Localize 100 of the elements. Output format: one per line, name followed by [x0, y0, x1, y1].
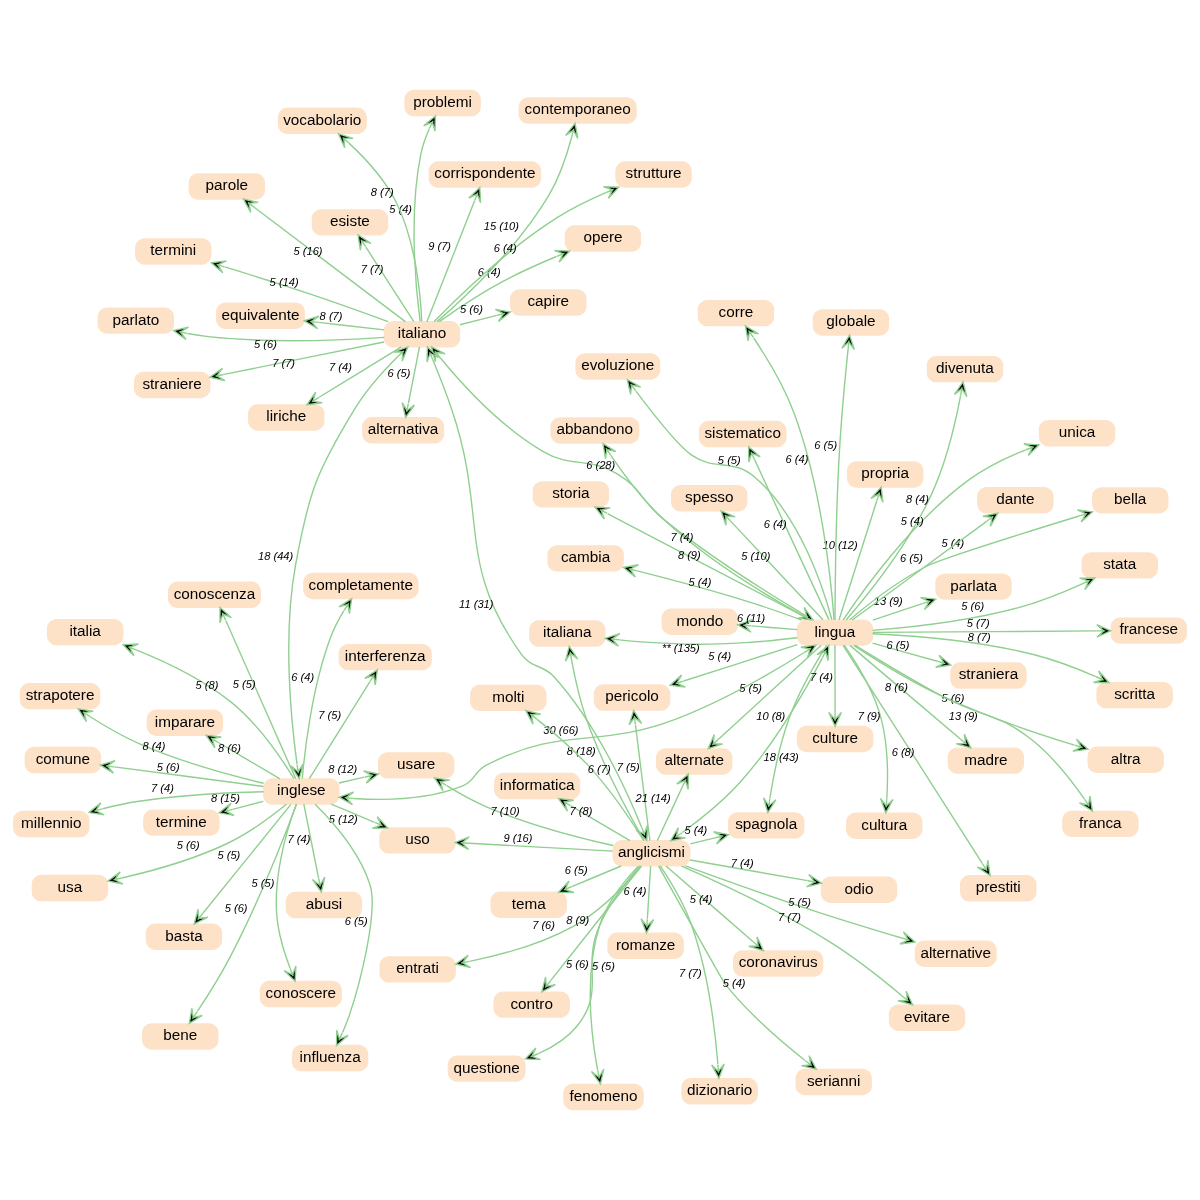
node-box: cambia — [547, 545, 624, 572]
arrow — [589, 865, 639, 1085]
arrow — [872, 596, 937, 621]
node-box: bene — [142, 1023, 219, 1050]
arrow — [303, 315, 385, 331]
node-box: equivalente — [216, 302, 305, 329]
node-box: unica — [1038, 419, 1116, 447]
arrow — [640, 865, 655, 934]
edge-label: 7 (7) — [360, 262, 384, 275]
node-box: storia — [532, 481, 610, 508]
node-box: usare — [378, 752, 455, 779]
arrow — [849, 509, 1094, 621]
arrow — [219, 606, 297, 780]
node-box: alternative — [914, 940, 997, 967]
arrow — [306, 346, 403, 406]
edge-label: 5 (16) — [293, 245, 323, 258]
node-box: globale — [812, 309, 890, 336]
arrow — [524, 865, 641, 1061]
edge-label: ** (135) — [662, 641, 700, 654]
node-box: serianni — [795, 1068, 872, 1096]
node-box: imparare — [146, 709, 224, 736]
arrow — [426, 186, 482, 323]
arrow — [210, 260, 389, 323]
edge-label: 8 (6) — [218, 742, 241, 755]
edge-label: 5 (12) — [328, 813, 358, 826]
node-box: sistematico — [698, 420, 787, 448]
node-box: conoscere — [259, 980, 342, 1008]
edge-label: 6 (4) — [623, 884, 647, 897]
node-box: opere — [564, 225, 642, 252]
arrow — [401, 346, 421, 419]
node-box: uso — [379, 827, 456, 854]
edge-label: 7 (5) — [616, 760, 640, 773]
edge-label: 7 (6) — [532, 919, 555, 932]
edge-label: 5 (10) — [741, 550, 771, 563]
arrow — [525, 709, 645, 842]
edge-label: 30 (66) — [543, 723, 579, 736]
edge-label: 5 (4) — [684, 824, 708, 837]
edge-label: 8 (7) — [967, 631, 991, 644]
edge-label: 18 (43) — [763, 750, 799, 763]
node-box: molti — [470, 684, 547, 712]
node-box: capire — [510, 289, 587, 316]
node-box: evoluzione — [575, 353, 661, 380]
node-box: italia — [46, 618, 124, 646]
edge-label: 5 (6) — [961, 600, 985, 613]
arrow — [314, 803, 373, 1047]
node-box: corre — [697, 299, 775, 327]
node-box: parlata — [935, 573, 1012, 600]
edge-label: 5 (4) — [900, 514, 924, 527]
node-box: completamente — [303, 572, 419, 600]
edge-label: 6 (28) — [586, 458, 616, 471]
edge-label: 8 (6) — [885, 681, 908, 694]
node-box: alternate — [655, 748, 733, 775]
edge-label: 7 (7) — [777, 910, 801, 923]
node-box: madre — [947, 747, 1025, 774]
arrow — [459, 308, 512, 326]
edge-label: 7 (7) — [678, 966, 702, 979]
edge-label: 10 (12) — [822, 538, 858, 551]
edge-label: 5 (6) — [460, 303, 483, 316]
edge-label: 5 (4) — [722, 977, 746, 990]
node-box: scritta — [1096, 681, 1173, 709]
edge-label: 5 (8) — [195, 679, 219, 692]
node-box: abbandono — [550, 417, 640, 444]
arrow — [301, 597, 353, 780]
edge-label: 6 (7) — [587, 762, 611, 775]
edge-label: 6 (5) — [886, 639, 910, 652]
node-box: liriche — [248, 404, 325, 431]
edge-label: 7 (4) — [730, 856, 754, 869]
edge-label: 6 (5) — [900, 551, 923, 564]
arrow — [209, 341, 385, 382]
node-box: stata — [1081, 552, 1158, 579]
edge-label: 9 (7) — [428, 239, 452, 252]
arrow — [218, 800, 265, 817]
arrow — [242, 198, 406, 323]
node-box: esiste — [311, 209, 389, 236]
node-box: strapotere — [19, 682, 101, 710]
edge-label: 5 (6) — [253, 338, 277, 351]
node-box: conoscenza — [167, 581, 261, 608]
edge-label: 5 (4) — [708, 650, 732, 663]
node-box: francese — [1110, 617, 1187, 644]
edge-label: 5 (7) — [966, 616, 990, 629]
node-box: evitare — [888, 1004, 966, 1031]
arrow — [454, 836, 614, 852]
node-box: prestiti — [960, 875, 1037, 902]
arrow — [689, 859, 823, 888]
arrow — [622, 564, 803, 621]
node-box: propria — [846, 461, 924, 488]
edge-label: 21 (14) — [635, 791, 671, 804]
arrow — [357, 234, 415, 323]
arrow — [122, 643, 295, 780]
node-box: pericolo — [593, 684, 671, 711]
arrow — [828, 644, 843, 728]
edge-label: 6 (8) — [891, 745, 915, 758]
edge-label: 6 (5) — [814, 438, 838, 451]
edge-label: 8 (9) — [677, 548, 701, 561]
node-box: straniera — [950, 662, 1027, 689]
node-box: informatica — [494, 772, 581, 800]
arrow — [275, 803, 297, 982]
edge-label: 7 (4) — [287, 832, 311, 845]
edge-label: 5 (5) — [217, 849, 241, 862]
edge-label: 8 (4) — [142, 739, 166, 752]
